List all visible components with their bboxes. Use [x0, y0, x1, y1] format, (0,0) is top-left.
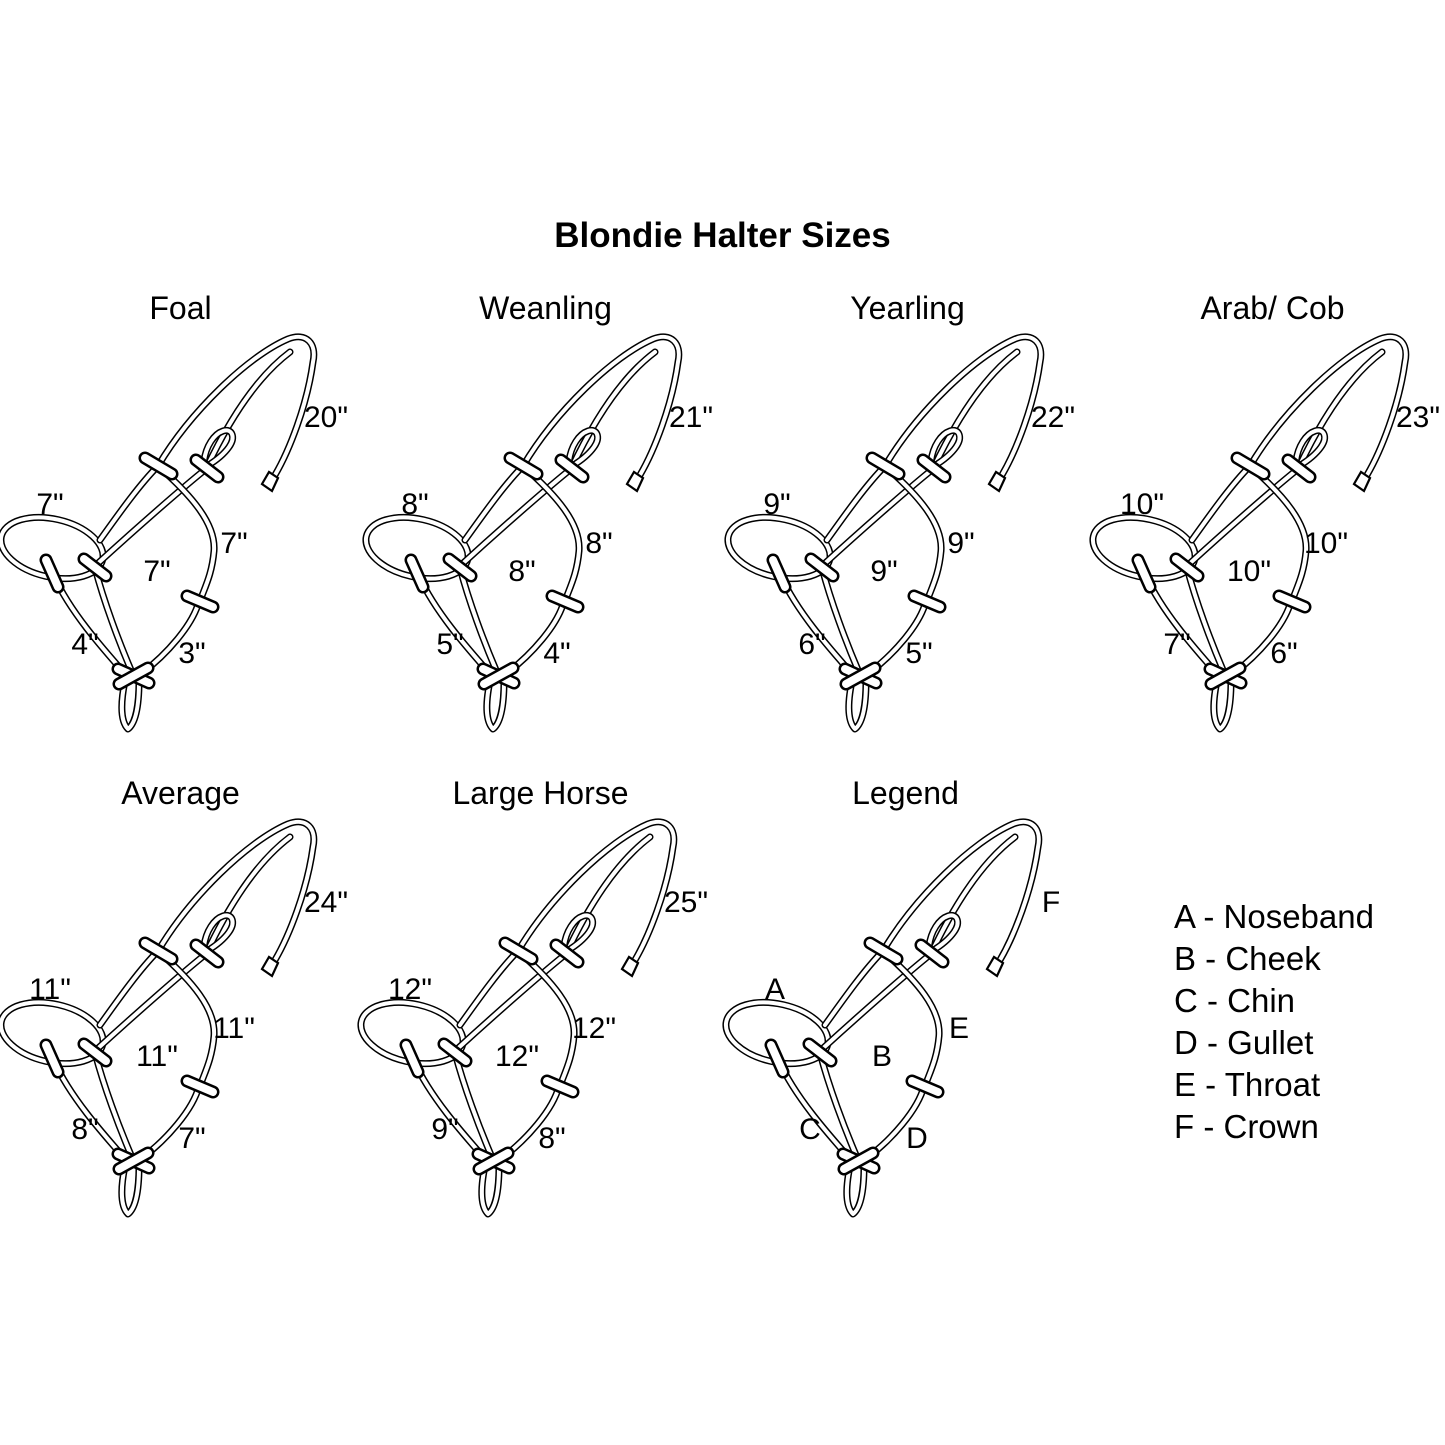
halter-drawing — [725, 795, 1086, 1255]
label-chin: 4" — [71, 628, 99, 661]
halter-title: Yearling — [850, 290, 965, 326]
halter-title: Large Horse — [452, 775, 629, 811]
label-crown: 22" — [1030, 401, 1076, 434]
label-throat: 11" — [213, 1012, 255, 1045]
label-throat: 9" — [947, 527, 975, 560]
label-throat: 8" — [585, 527, 613, 560]
label-cheek: 7" — [143, 555, 171, 588]
label-crown: 24" — [303, 886, 349, 919]
page-title: Blondie Halter Sizes — [554, 216, 891, 255]
halter-drawing — [0, 795, 361, 1255]
label-cheek: 12" — [494, 1040, 540, 1073]
halter-title: Legend — [852, 775, 959, 811]
halter-legend: Legend A B C D E F — [725, 765, 1086, 1257]
halter-foal: Foal 7" 7" 4" 3" 7" 20" — [0, 280, 361, 772]
label-noseband: 10" — [1119, 488, 1165, 521]
label-crown: 25" — [663, 886, 709, 919]
label-chin: C — [799, 1113, 821, 1146]
legend-item-d: D - Gullet — [1174, 1024, 1314, 1061]
label-noseband: 11" — [29, 973, 71, 1006]
label-noseband: 8" — [401, 488, 429, 521]
label-gullet: 6" — [1270, 637, 1298, 670]
label-cheek: 10" — [1226, 555, 1272, 588]
label-gullet: 5" — [905, 637, 933, 670]
halter-arab-cob: Arab/ Cob 10" 10" 7" 6" 10" 23" — [1092, 280, 1445, 772]
label-gullet: 3" — [178, 637, 206, 670]
label-cheek: B — [871, 1040, 893, 1073]
legend-item-b: B - Cheek — [1174, 940, 1321, 977]
halter-drawing — [365, 310, 726, 770]
halter-title: Arab/ Cob — [1200, 290, 1345, 326]
label-gullet: 4" — [543, 637, 571, 670]
legend-item-a: A - Noseband — [1174, 898, 1374, 935]
label-noseband: 9" — [763, 488, 791, 521]
label-chin: 8" — [71, 1113, 99, 1146]
label-throat: 10" — [1303, 527, 1349, 560]
label-crown: 23" — [1395, 401, 1441, 434]
label-crown: 21" — [668, 401, 714, 434]
legend-item-f: F - Crown — [1174, 1108, 1319, 1145]
halter-drawing — [0, 310, 361, 770]
halter-title: Average — [121, 775, 240, 811]
label-throat: E — [948, 1012, 970, 1045]
label-gullet: 8" — [538, 1122, 566, 1155]
label-noseband: 7" — [36, 488, 64, 521]
label-throat: 12" — [571, 1012, 617, 1045]
legend-item-e: E - Throat — [1174, 1066, 1321, 1103]
label-cheek: 11" — [136, 1040, 178, 1073]
label-cheek: 8" — [508, 555, 536, 588]
halter-yearling: Yearling 9" 9" 6" 5" 9" 22" — [727, 280, 1088, 772]
label-crown: 20" — [303, 401, 349, 434]
label-throat: 7" — [220, 527, 248, 560]
halter-large-horse: Large Horse 12" 12" 9" 8" 12" 25" — [360, 765, 721, 1257]
halter-drawing — [360, 795, 721, 1255]
label-chin: 9" — [431, 1113, 459, 1146]
label-chin: 5" — [436, 628, 464, 661]
halter-average: Average 11" 11" 8" 7" 11" 24" — [0, 765, 361, 1257]
halter-title: Foal — [149, 290, 212, 326]
label-chin: 6" — [798, 628, 826, 661]
halter-title: Weanling — [479, 290, 612, 326]
label-chin: 7" — [1163, 628, 1191, 661]
label-crown: F — [1041, 886, 1061, 919]
legend-item-c: C - Chin — [1174, 982, 1296, 1019]
label-cheek: 9" — [870, 555, 898, 588]
halter-weanling: Weanling 8" 8" 5" 4" 8" 21" — [365, 280, 726, 772]
label-noseband: 12" — [387, 973, 433, 1006]
halter-drawing — [1092, 310, 1445, 770]
halter-drawing — [727, 310, 1088, 770]
label-noseband: A — [764, 973, 786, 1006]
label-gullet: 7" — [178, 1122, 206, 1155]
label-gullet: D — [906, 1122, 928, 1155]
